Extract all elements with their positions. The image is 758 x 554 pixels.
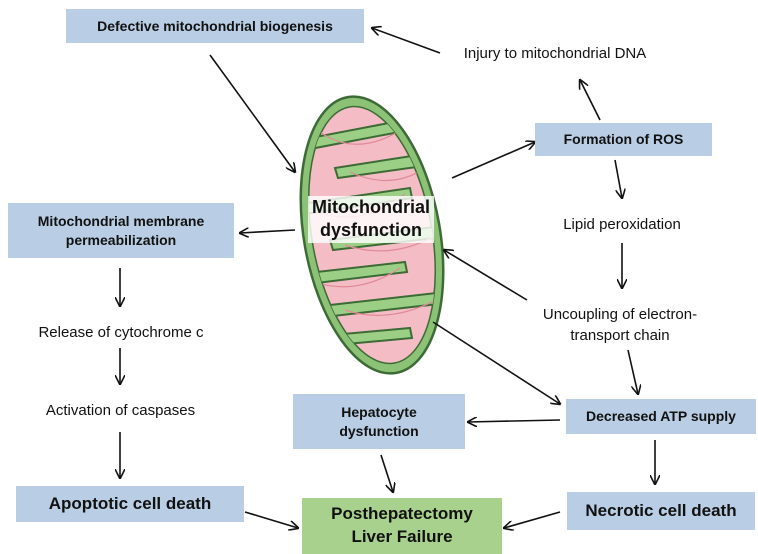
- center-line-2: dysfunction: [308, 219, 434, 242]
- uncoupling-text: Uncoupling of electron- transport chain: [525, 304, 715, 346]
- formation-of-ros-box: Formation of ROS: [535, 123, 712, 156]
- apoptotic-cell-death-box: Apoptotic cell death: [16, 486, 244, 522]
- mmp-label-line-1: Mitochondrial membrane: [38, 212, 204, 231]
- hepatocyte-label-line-1: Hepatocyte: [341, 403, 416, 422]
- center-line-1: Mitochondrial: [308, 196, 434, 219]
- arrow-ros-to-lipid: [615, 160, 622, 198]
- mmp-label-line-2: permeabilization: [66, 231, 176, 250]
- arrow-apoptotic-to-phlf: [245, 512, 298, 528]
- arrow-necrotic-to-phlf: [504, 512, 560, 528]
- posthepatectomy-liver-failure-box: Posthepatectomy Liver Failure: [302, 498, 502, 554]
- arrow-mtdna-to-biogenesis: [372, 28, 440, 53]
- defective-biogenesis-label: Defective mitochondrial biogenesis: [97, 17, 333, 36]
- arrow-atp-to-hepatocyte: [468, 420, 560, 422]
- membrane-permeabilization-box: Mitochondrial membrane permeabilization: [8, 203, 234, 258]
- defective-biogenesis-box: Defective mitochondrial biogenesis: [66, 9, 364, 43]
- necrotic-cell-death-box: Necrotic cell death: [567, 492, 755, 530]
- arrow-biogenesis-to-dysfunction: [210, 55, 295, 172]
- decreased-atp-label: Decreased ATP supply: [586, 407, 736, 426]
- formation-of-ros-label: Formation of ROS: [564, 130, 684, 149]
- caspase-activation-text: Activation of caspases: [38, 400, 203, 421]
- hepatocyte-label-line-2: dysfunction: [339, 422, 418, 441]
- necrotic-label: Necrotic cell death: [585, 500, 736, 523]
- arrow-uncoupling-to-dysfunction: [444, 250, 527, 300]
- decreased-atp-box: Decreased ATP supply: [566, 399, 756, 434]
- apoptotic-label: Apoptotic cell death: [49, 493, 211, 516]
- mitochondrial-dysfunction-label: Mitochondrial dysfunction: [308, 196, 434, 243]
- arrow-uncoupling-to-atp: [628, 350, 638, 394]
- injury-mtdna-text: Injury to mitochondrial DNA: [450, 43, 660, 64]
- uncoupling-line-2: transport chain: [525, 325, 715, 346]
- arrow-hepatocyte-to-phlf: [381, 455, 393, 492]
- phlf-label-line-2: Liver Failure: [351, 526, 452, 549]
- hepatocyte-dysfunction-box: Hepatocyte dysfunction: [293, 394, 465, 449]
- arrow-ros-to-mtdna: [580, 80, 600, 120]
- arrow-dysfunction-to-ros: [452, 142, 535, 178]
- lipid-peroxidation-text: Lipid peroxidation: [547, 214, 697, 235]
- phlf-label-line-1: Posthepatectomy: [331, 503, 473, 526]
- uncoupling-line-1: Uncoupling of electron-: [525, 304, 715, 325]
- arrow-dysfunction-to-mmp: [240, 230, 295, 233]
- cytochrome-release-text: Release of cytochrome c: [26, 322, 216, 343]
